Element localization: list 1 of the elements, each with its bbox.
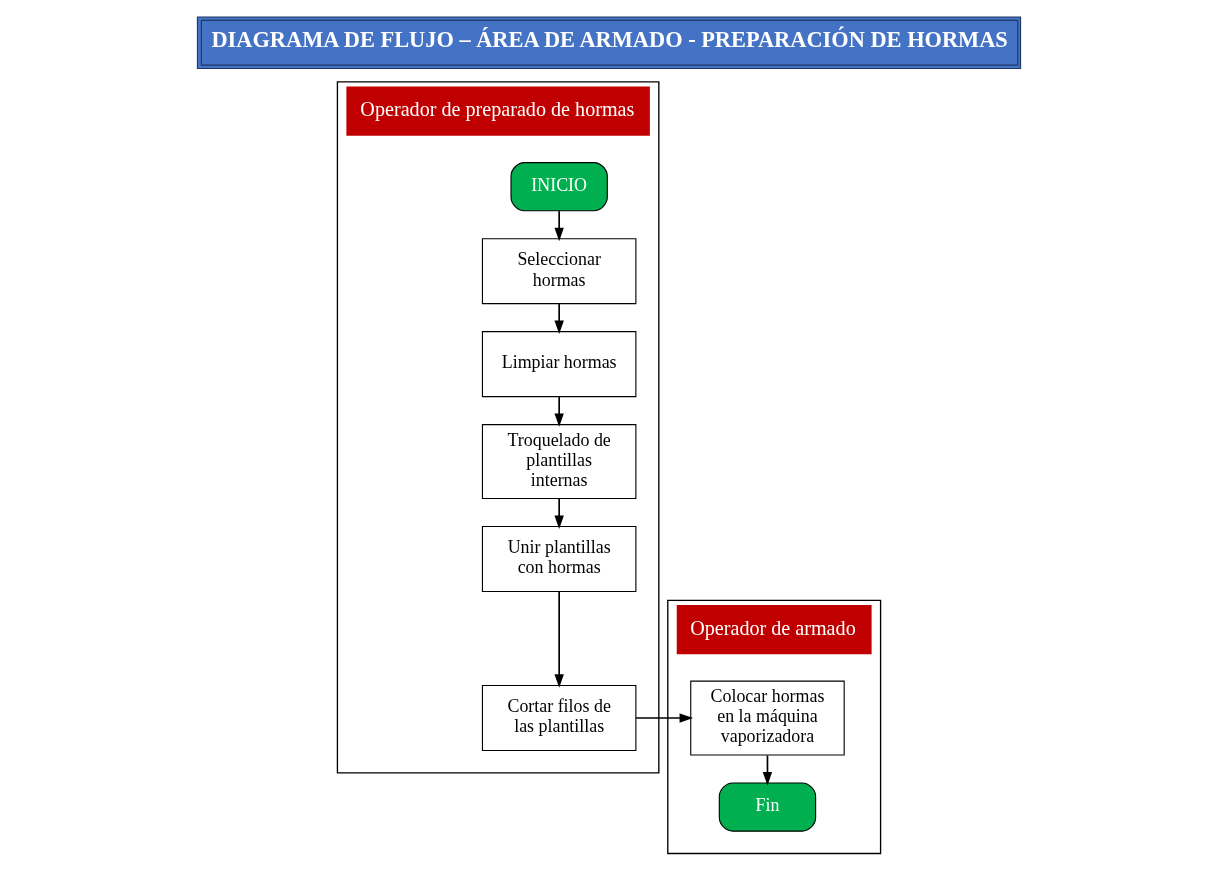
diagram-title: DIAGRAMA DE FLUJO – ÁREA DE ARMADO - PREPARACIÓN DE HORMAS (211, 27, 1008, 53)
